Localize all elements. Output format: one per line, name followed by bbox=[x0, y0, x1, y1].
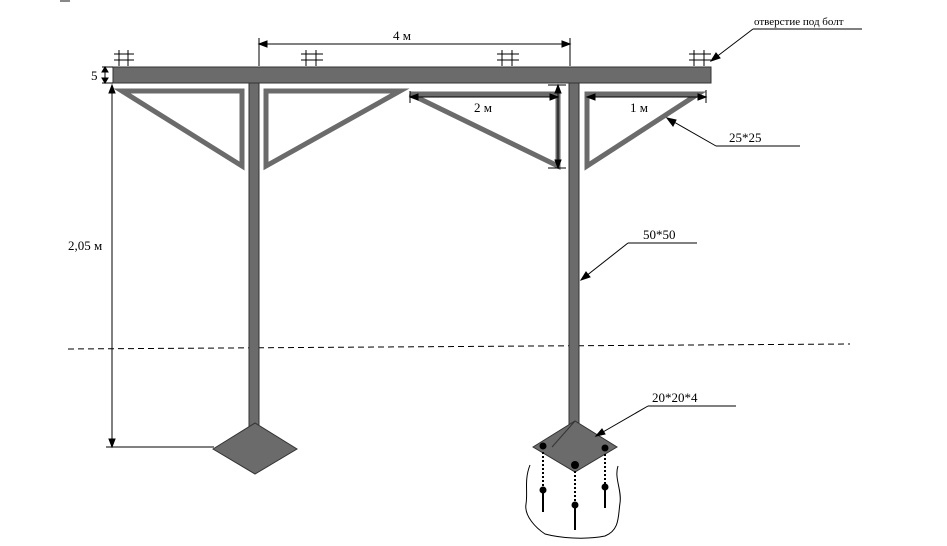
bolt-mark-1 bbox=[114, 50, 134, 66]
right-plate-gusset bbox=[551, 420, 576, 448]
dim-4m-label: 4 м bbox=[393, 28, 411, 43]
bolt-mark-2 bbox=[301, 50, 323, 66]
dim-5-label: 5 bbox=[91, 68, 98, 83]
top-beam bbox=[112, 66, 712, 84]
dim-1m-label: 1 м bbox=[630, 100, 648, 115]
dim-2m-label: 2 м bbox=[474, 100, 492, 115]
right-column bbox=[568, 82, 580, 447]
bolt-mark-4 bbox=[689, 50, 711, 66]
dim-4m-line bbox=[257, 38, 572, 66]
profile-25-label: 25*25 bbox=[729, 130, 762, 145]
foundation-outline bbox=[525, 464, 621, 539]
brace-left-outer bbox=[113, 88, 245, 171]
left-column bbox=[248, 82, 260, 447]
bolt-marks bbox=[114, 50, 711, 66]
brace-left-inner bbox=[263, 88, 410, 171]
bolt-hole-label: отверстие под болт bbox=[754, 16, 844, 28]
dim-2m-line bbox=[408, 83, 566, 170]
bolt-hole-leader bbox=[709, 28, 862, 62]
brace-right-outer bbox=[584, 91, 707, 171]
anchor-holes bbox=[539, 442, 609, 469]
corner-mark bbox=[60, 0, 70, 2]
braces bbox=[113, 88, 707, 171]
dim-1m-line bbox=[585, 90, 708, 103]
profile-50-text: 50*50 bbox=[643, 227, 676, 242]
dim-205-label: 2,05 м bbox=[68, 238, 102, 253]
bolt-mark-3 bbox=[497, 50, 519, 66]
profile-25-leader bbox=[665, 117, 800, 147]
anchor-bolt-heads bbox=[539, 483, 609, 509]
anchor-bolts bbox=[542, 452, 606, 530]
ground-line bbox=[67, 343, 851, 350]
profile-50-leader bbox=[579, 242, 697, 281]
dim-205-line bbox=[106, 83, 214, 449]
right-base-plate bbox=[532, 420, 618, 473]
plate-20-label: 20*20*4 bbox=[652, 390, 698, 405]
left-base-plate bbox=[212, 422, 298, 475]
plate-20-leader bbox=[594, 405, 736, 437]
dim-5-line bbox=[101, 66, 113, 84]
